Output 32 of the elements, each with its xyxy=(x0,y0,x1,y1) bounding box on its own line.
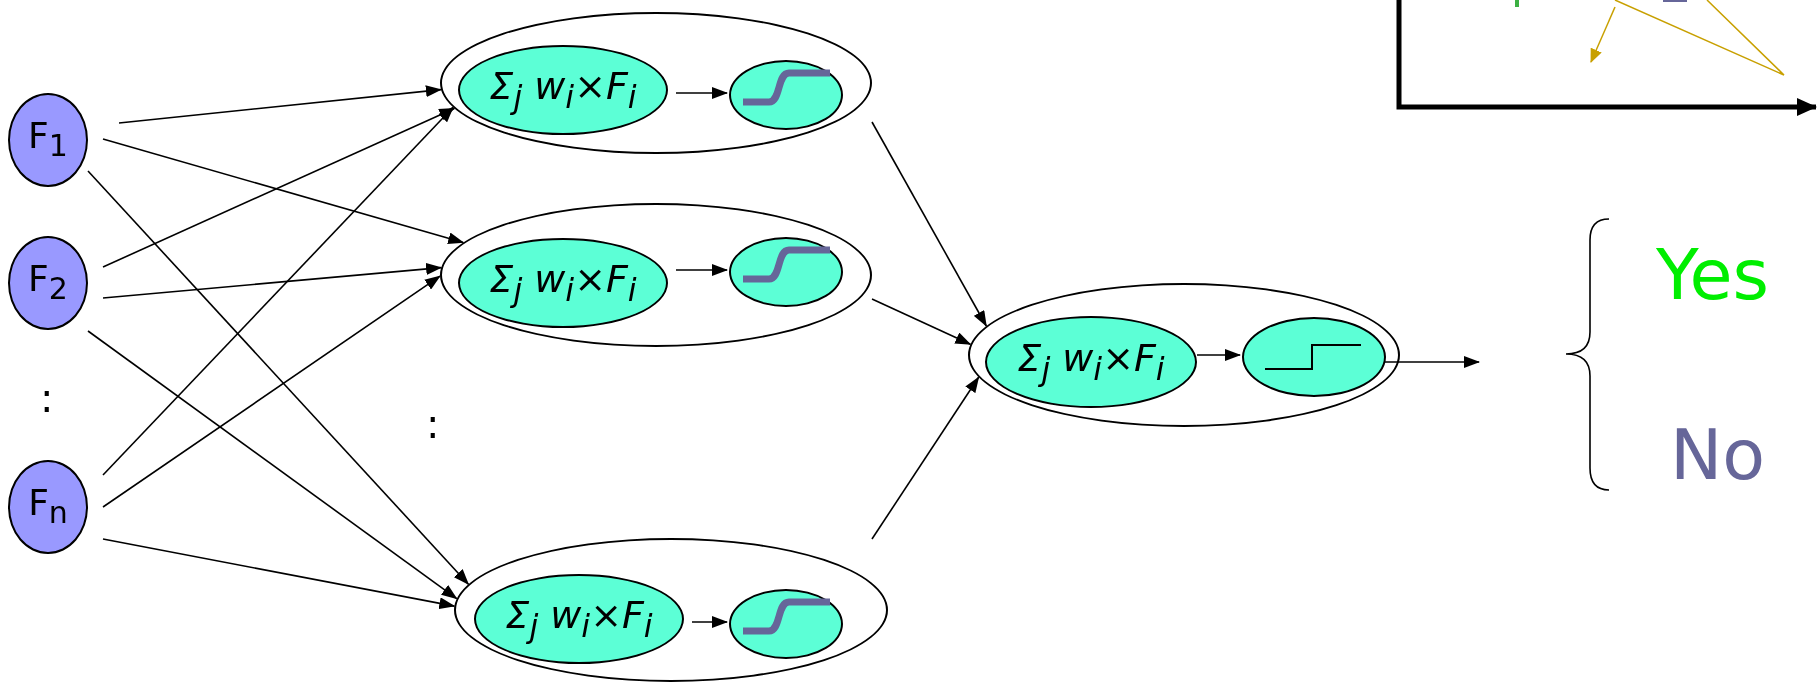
input-node: F$_{n}$ xyxy=(8,460,88,554)
arrow xyxy=(691,616,728,628)
arrow xyxy=(102,107,456,268)
arrow xyxy=(102,538,456,610)
neuron-ellipse xyxy=(440,12,872,154)
neuron-ellipse xyxy=(440,203,872,347)
summation-node: Σ$_{j}$ w$_{i}$×F$_{i}$ xyxy=(985,316,1197,408)
output-label: No xyxy=(1670,420,1766,490)
arrow xyxy=(118,85,442,124)
input-node: F$_{2}$ xyxy=(8,236,88,330)
summation-node: Σ$_{j}$ w$_{i}$×F$_{i}$ xyxy=(458,238,668,328)
arrow xyxy=(871,121,988,327)
arrow xyxy=(102,275,441,508)
arrow xyxy=(102,106,454,476)
arrow xyxy=(675,87,728,99)
summation-node: Σ$_{j}$ w$_{i}$×F$_{i}$ xyxy=(474,574,684,664)
arrow xyxy=(871,376,980,540)
input-node: F$_{1}$ xyxy=(8,93,88,187)
neuron-ellipse xyxy=(968,283,1400,427)
ellipsis-dots: : xyxy=(426,404,440,444)
summation-node: Σ$_{j}$ w$_{i}$×F$_{i}$ xyxy=(458,45,668,135)
neuron-ellipse xyxy=(454,538,888,682)
ellipsis-dots: : xyxy=(40,378,54,418)
arrow xyxy=(871,298,972,346)
output-label: Yes xyxy=(1656,240,1769,310)
arrow xyxy=(1196,349,1241,361)
activation-node xyxy=(1242,317,1386,397)
arrow xyxy=(102,138,465,245)
arrow xyxy=(87,330,458,600)
arrow xyxy=(87,170,470,585)
arrow xyxy=(102,262,443,299)
arrow xyxy=(675,264,728,276)
